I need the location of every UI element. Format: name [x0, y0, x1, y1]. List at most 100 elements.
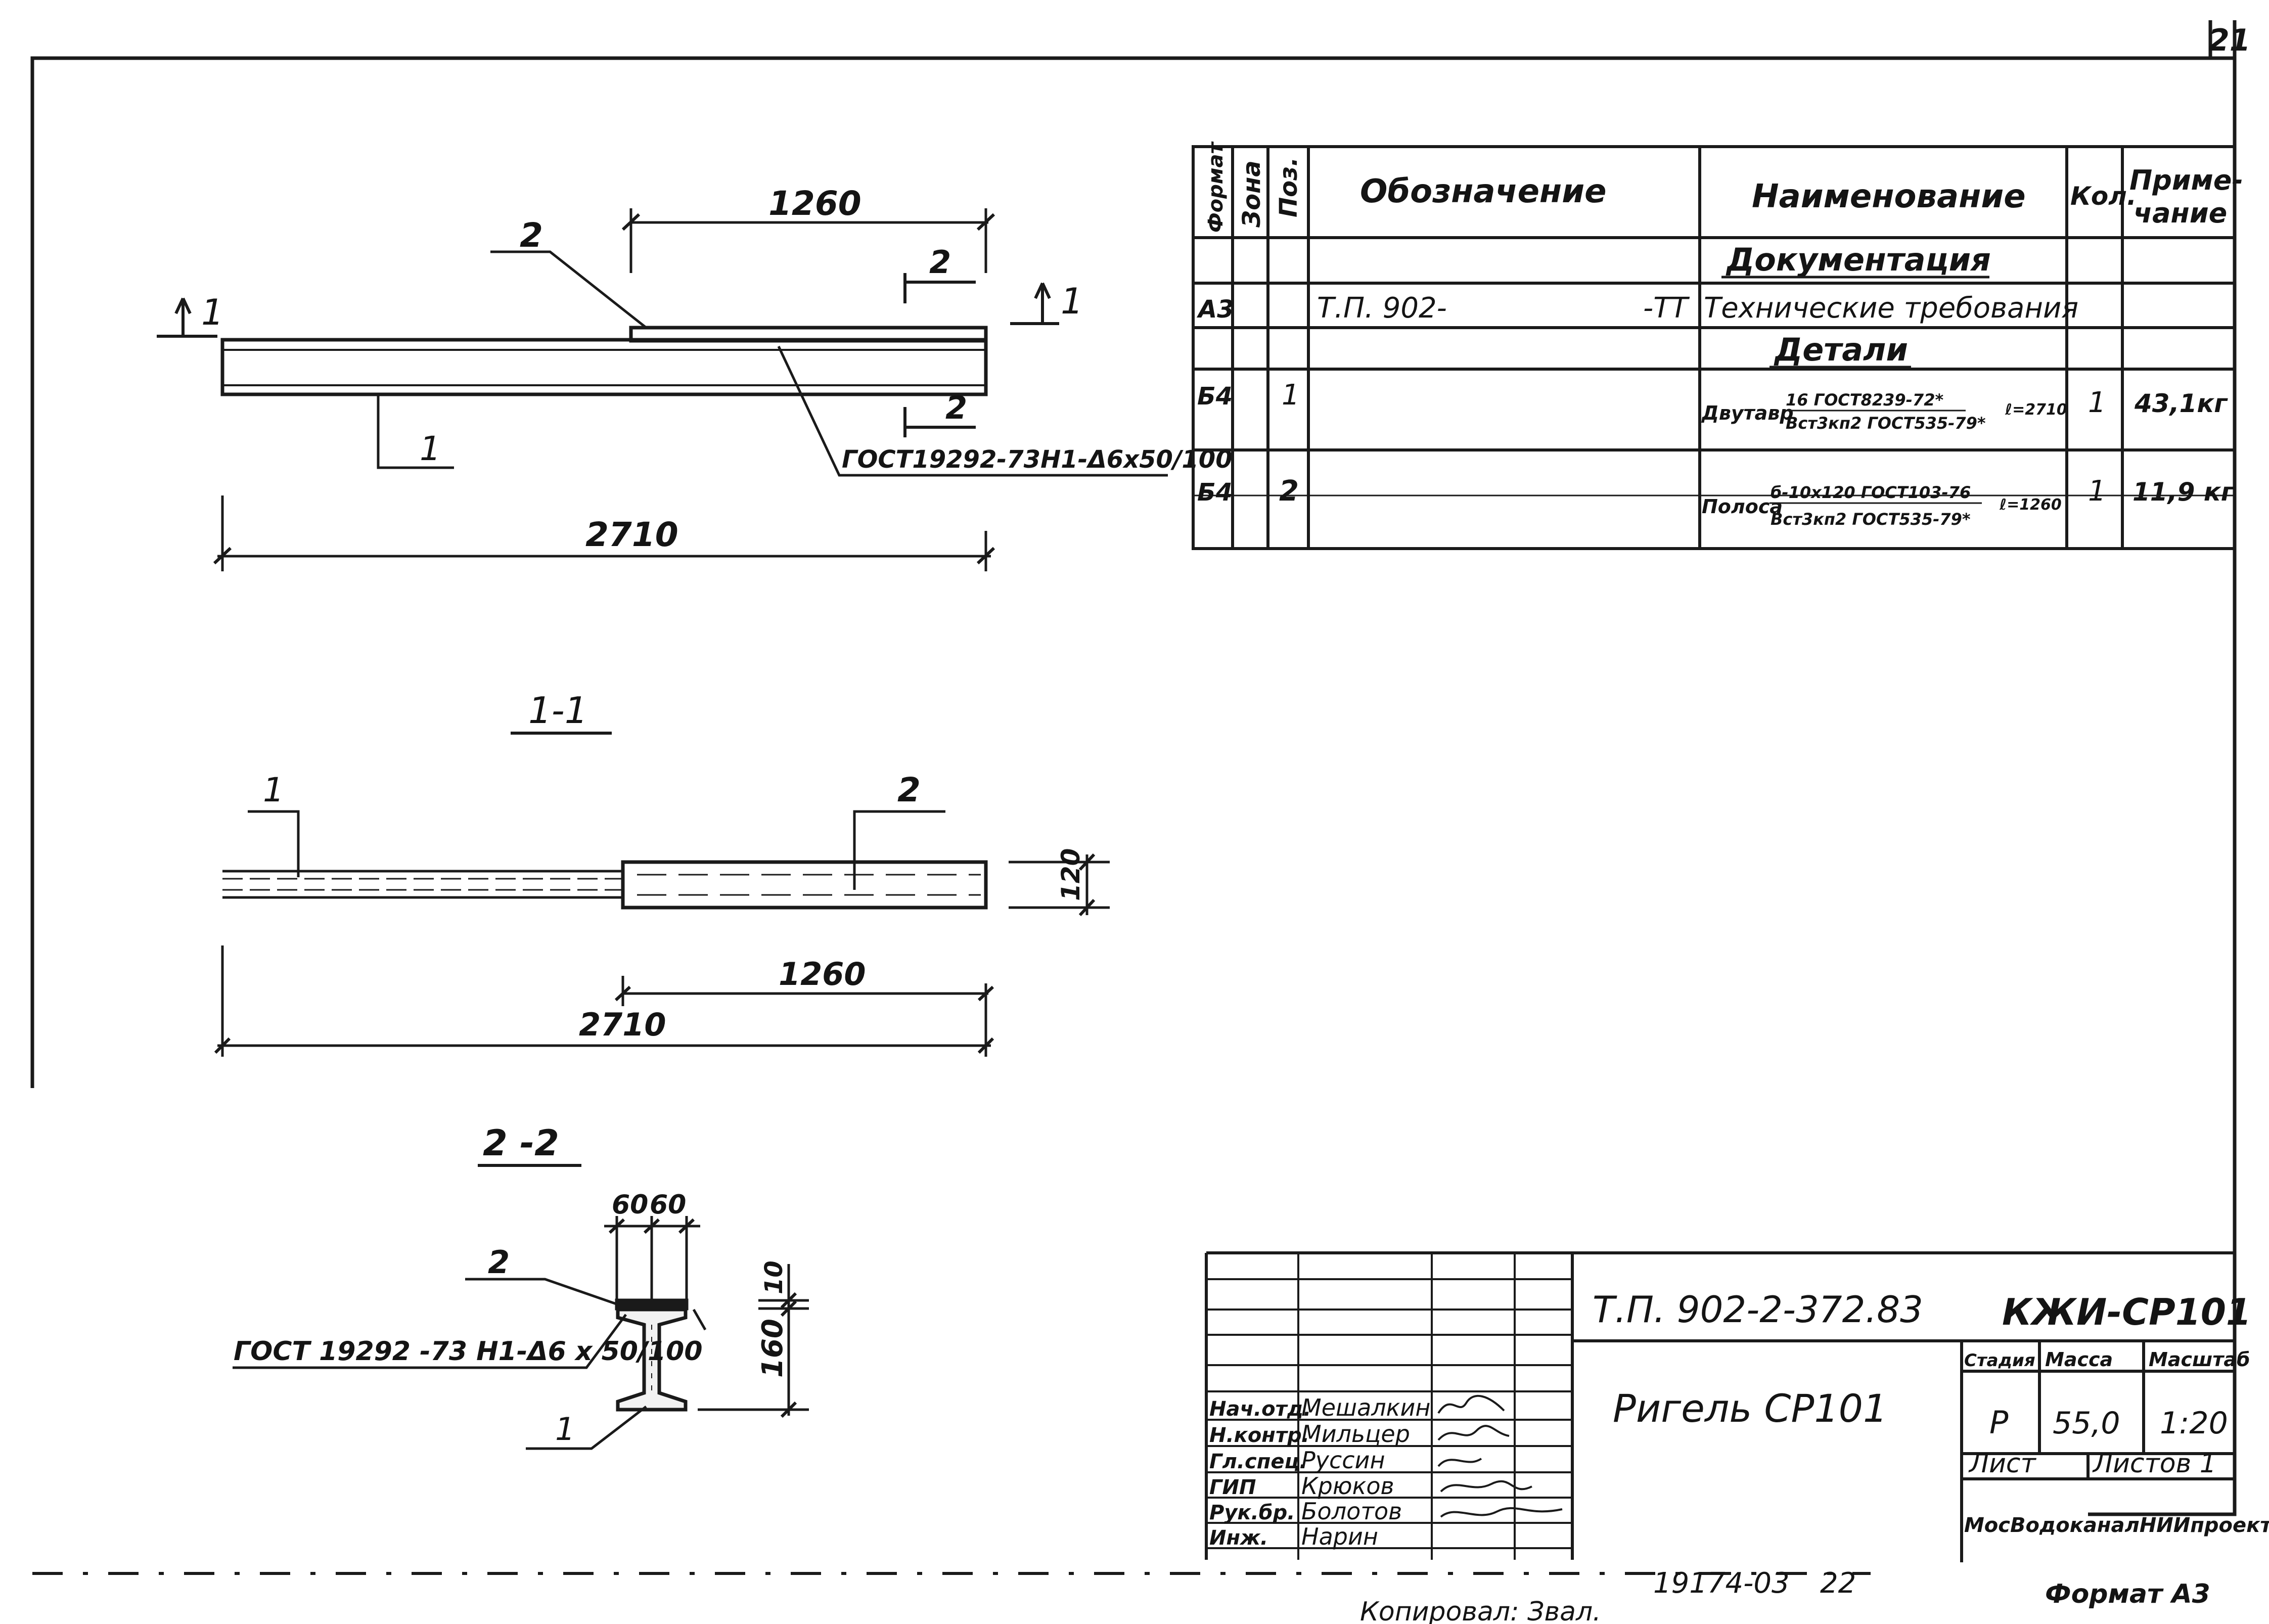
section-1-1-dim-1260-text: 1260: [779, 956, 866, 993]
title-mass-value: 55,0: [2053, 1406, 2120, 1441]
elevation-view: 1260 2710 1 1 2 2: [157, 184, 1233, 571]
section-2-marker-top: [903, 273, 976, 303]
section-1-right-label: 1: [1061, 281, 1083, 322]
person-role: Рук.бр.: [1209, 1501, 1295, 1524]
spec-section-parts: Детали: [1774, 331, 1908, 368]
section-1-1-title: 1-1: [528, 689, 588, 732]
footer: Копировал: Звал. 19174-03 22 Формат А3: [1360, 1567, 2210, 1624]
person-role: ГИП: [1209, 1476, 1256, 1499]
spec-row-1-note: 43,1кг: [2134, 389, 2228, 418]
elevation-dim-2710-text: 2710: [585, 515, 678, 554]
signatures: [1437, 1394, 1563, 1518]
person-name: Руссин: [1301, 1447, 1385, 1474]
section-1-1-pos-2: 2: [897, 771, 921, 809]
title-drawing-name: Ригель СР101: [1613, 1386, 1887, 1431]
spec-doc-suffix: -ТТ: [1643, 292, 1690, 325]
elevation-dimension-2710: [213, 495, 995, 571]
spec-header-qty: Кол.: [2070, 182, 2137, 211]
section-2-bottom-label: 2: [945, 389, 967, 426]
section-2-2-view: 2 -2 60 60 10 160 2 1: [233, 1122, 809, 1450]
person-name: Крюков: [1301, 1472, 1394, 1500]
section-1-1-dimension-2710: [214, 945, 994, 1057]
section-2-2-top-dimension: [604, 1216, 700, 1299]
spec-header-zone: Зона: [1238, 160, 1266, 228]
spec-row-1-name-top: 16 ГОСТ8239-72*: [1786, 390, 1943, 410]
spec-row-1-pos: 1: [1282, 379, 1300, 412]
signature-mark: [1437, 1425, 1510, 1441]
beam-1-elevation: [220, 338, 988, 396]
strip-2-elevation: [629, 326, 988, 343]
spec-header-name: Наименование: [1752, 178, 2026, 215]
signature-mark: [1440, 1507, 1563, 1518]
sheet-frame: [30, 20, 2237, 1516]
spec-doc-name: Технические требования: [1704, 292, 2078, 325]
spec-row-2-name-main: Полоса: [1702, 495, 1783, 518]
person-name: Мешалкин: [1301, 1394, 1430, 1421]
spec-row-1-name-main: Двутавр: [1701, 402, 1794, 424]
spec-header-note-1: Приме-: [2129, 164, 2243, 196]
section-2-2-dim-60a: 60: [612, 1190, 648, 1220]
spec-row-2-note: 11,9 кг: [2132, 477, 2235, 507]
person-role: Нач.отд.: [1209, 1397, 1311, 1421]
spec-table: Формат Зона Поз. Обозначение Наименовани…: [1192, 141, 2243, 550]
spec-header-format: Формат: [1204, 141, 1228, 233]
section-2-2-weld-leader: [233, 1309, 707, 1369]
person-role: Гл.спец.: [1209, 1450, 1307, 1473]
spec-doc-format: А3: [1196, 295, 1234, 324]
section-1-left-label: 1: [201, 292, 224, 333]
spec-row-2-name-top: б-10х120 ГОСТ103-76: [1771, 483, 1971, 502]
title-scale-value: 1:20: [2160, 1406, 2228, 1441]
section-1-1-height-dimension: [1009, 853, 1110, 917]
title-people: Нач.отд. Мешалкин Н.контр. Мильцер Гл.сп…: [1209, 1394, 1430, 1550]
signature-mark: [1437, 1394, 1505, 1414]
title-project: Т.П. 902-2-372.83: [1593, 1288, 1923, 1331]
elevation-dim-1260-text: 1260: [768, 184, 861, 223]
signature-mark: [1437, 1458, 1482, 1467]
section-2-2-leader-2: [465, 1278, 618, 1306]
section-1-1-view: 1-1 1 2 120 1260: [214, 689, 1110, 1057]
footer-format: Формат А3: [2045, 1579, 2210, 1609]
title-block-grid: [1205, 1251, 2235, 1562]
title-block-left-grid: [1206, 1253, 1572, 1560]
section-1-1-dim-2710-text: 2710: [579, 1006, 666, 1043]
person-role: Н.контр.: [1209, 1424, 1309, 1447]
title-scale-label: Масштаб: [2149, 1348, 2250, 1371]
section-2-2-dim-10: 10: [760, 1260, 788, 1294]
spec-header-designation: Обозначение: [1360, 173, 1606, 210]
spec-row-2-name-bottom: Вст3кп2 ГОСТ535-79*: [1771, 510, 1971, 529]
spec-row-2-qty: 1: [2088, 475, 2106, 508]
section-1-1-leader-2: [853, 810, 945, 890]
strip-2-plan: [621, 860, 988, 910]
title-mass-label: Масса: [2045, 1348, 2113, 1371]
spec-header-pos: Поз.: [1275, 157, 1303, 217]
person-name: Нарин: [1301, 1523, 1378, 1550]
spec-row-2: Б4 2 Полоса б-10х120 ГОСТ103-76 Вст3кп2 …: [1197, 475, 2235, 529]
person-name: Мильцер: [1301, 1420, 1410, 1448]
section-1-1-leader-1: [248, 810, 300, 877]
section-2-2-title: 2 -2: [483, 1122, 559, 1164]
spec-table-grid: [1192, 145, 2236, 550]
spec-row-1-length: ℓ=2710: [2005, 401, 2067, 419]
title-stage-value: Р: [1989, 1404, 2009, 1441]
elevation-dimension-1260: [621, 208, 995, 273]
position-1-leader: [377, 394, 454, 469]
section-1-marker-left: [157, 297, 217, 338]
spec-section-documentation: Документация: [1726, 241, 1991, 278]
footer-inventory: 19174-03: [1653, 1567, 1790, 1600]
spec-row-1-qty: 1: [2088, 386, 2106, 419]
section-1-marker-right: [1010, 282, 1059, 325]
beam-1-plan: [222, 870, 623, 899]
footer-number: 22: [1820, 1567, 1856, 1600]
elevation-weld-note: ГОСТ19292-73Н1-Δ6х50/100: [842, 445, 1233, 474]
section-2-2-right-dimension: [698, 1264, 809, 1418]
section-2-top-label: 2: [929, 244, 951, 281]
sheet-number: 21: [2208, 23, 2251, 58]
spec-row-2-pos: 2: [1279, 475, 1299, 508]
elevation-pos-2: 2: [520, 216, 543, 255]
footer-copied: Копировал: Звал.: [1360, 1597, 1601, 1624]
spec-row-1: Б4 1 Двутавр 16 ГОСТ8239-72* Вст3кп2 ГОС…: [1197, 379, 2228, 433]
section-2-marker-bottom: [903, 407, 976, 437]
section-1-1-pos-1: 1: [263, 771, 284, 809]
section-2-2-pos-2: 2: [488, 1244, 510, 1281]
